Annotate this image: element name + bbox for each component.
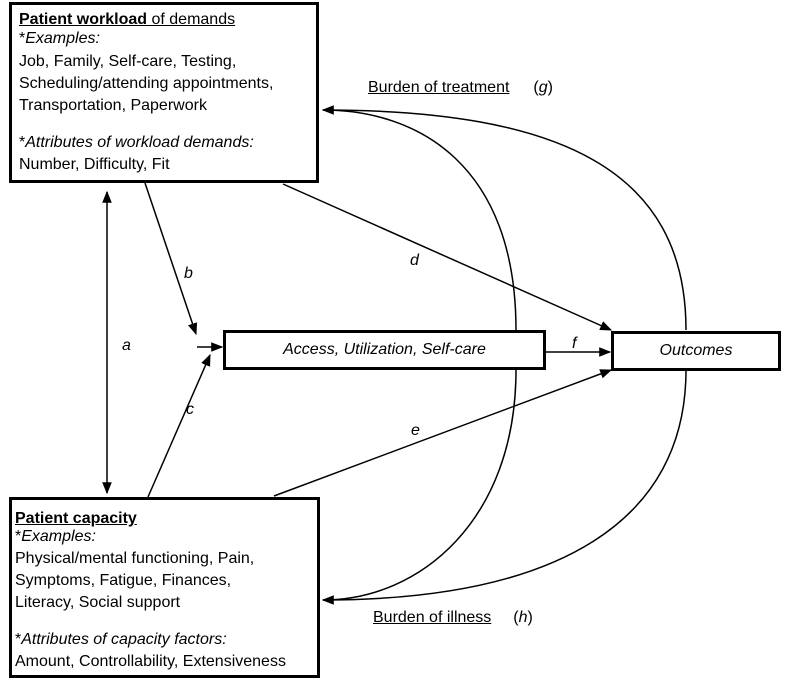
asterisk: * [15,631,22,648]
asterisk: * [19,30,26,47]
burden-of-treatment-letter: g [538,79,548,96]
workload-examples-line3: Transportation, Paperwork [19,97,207,114]
edge-label-e: e [411,422,420,439]
capacity-attributes-label: *Attributes of capacity factors: [15,630,227,649]
asterisk: * [15,528,22,545]
capacity-title: Patient capacity [15,510,137,527]
edge-b-line [144,182,198,336]
patient-workload-box: Patient workload of demands *Examples: J… [9,2,319,183]
feedback-curve-outcomes-lower [322,369,687,601]
burden-of-illness-letter: h [518,609,528,626]
access-label: Access, Utilization, Self-care [283,341,486,358]
capacity-examples-label: *Examples: [15,527,96,546]
access-utilization-box: Access, Utilization, Self-care [223,330,546,370]
workload-title-rest: of demands [147,11,236,28]
edge-label-a: a [122,337,131,354]
capacity-attributes-value: Amount, Controllability, Extensiveness [15,653,286,670]
workload-examples-line2: Scheduling/attending appointments, [19,75,274,92]
edge-label-f: f [572,335,577,352]
capacity-examples-label-text: Examples: [21,528,96,545]
workload-title: Patient workload of demands [19,10,235,29]
workload-examples-label-text: Examples: [25,30,100,47]
patient-capacity-box: Patient capacity *Examples: Physical/men… [9,497,320,678]
burden-of-treatment-label: Burden of treatment(g) [368,79,553,96]
workload-examples-label: *Examples: [19,29,100,48]
edge-e-line [273,369,613,497]
workload-attributes-label-text: Attributes of workload demands: [25,134,254,151]
edge-d-line [282,183,613,331]
outcomes-box: Outcomes [611,331,781,371]
feedback-curve-outcomes [322,109,687,331]
workload-attributes-value: Number, Difficulty, Fit [19,156,170,173]
capacity-examples-line2: Symptoms, Fatigue, Finances, [15,572,232,589]
feedback-curve-access [321,105,517,331]
outcomes-label: Outcomes [659,342,733,359]
feedback-curve-access-lower [321,369,517,605]
asterisk: * [19,134,26,151]
edge-label-c: c [186,401,194,418]
capacity-attributes-label-text: Attributes of capacity factors: [21,631,227,648]
workload-title-bold: Patient workload [19,11,148,28]
workload-attributes-label: *Attributes of workload demands: [19,133,254,152]
burden-of-illness-label: Burden of illness(h) [373,609,533,626]
edge-label-b: b [184,265,193,282]
capacity-examples-line1: Physical/mental functioning, Pain, [15,550,255,567]
burden-of-treatment-text: Burden of treatment [368,79,510,96]
edge-label-d: d [410,252,419,269]
capacity-examples-line3: Literacy, Social support [15,594,181,611]
burden-of-illness-text: Burden of illness [373,609,492,626]
workload-examples-line1: Job, Family, Self-care, Testing, [19,53,237,70]
edge-c-line [147,353,211,498]
